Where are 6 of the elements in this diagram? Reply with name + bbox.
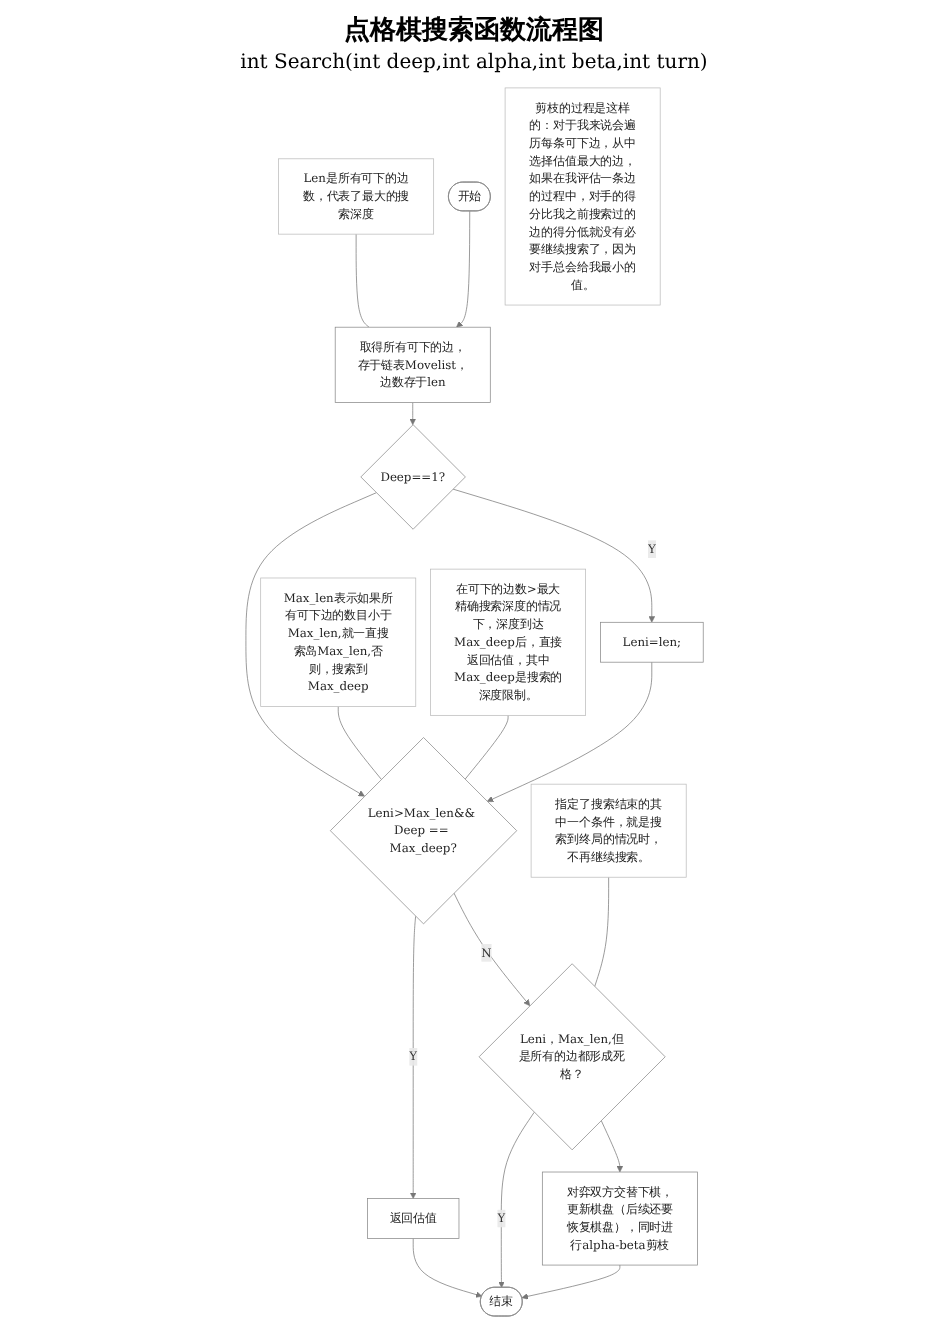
connector bbox=[464, 715, 508, 780]
connector bbox=[593, 876, 609, 987]
function-signature: int Search(int deep,int alpha,int beta,int turn) bbox=[238, 52, 710, 74]
connector bbox=[355, 233, 369, 328]
connector bbox=[337, 706, 382, 780]
diagram-title: 点格棋搜索函数流程图 bbox=[342, 13, 606, 48]
